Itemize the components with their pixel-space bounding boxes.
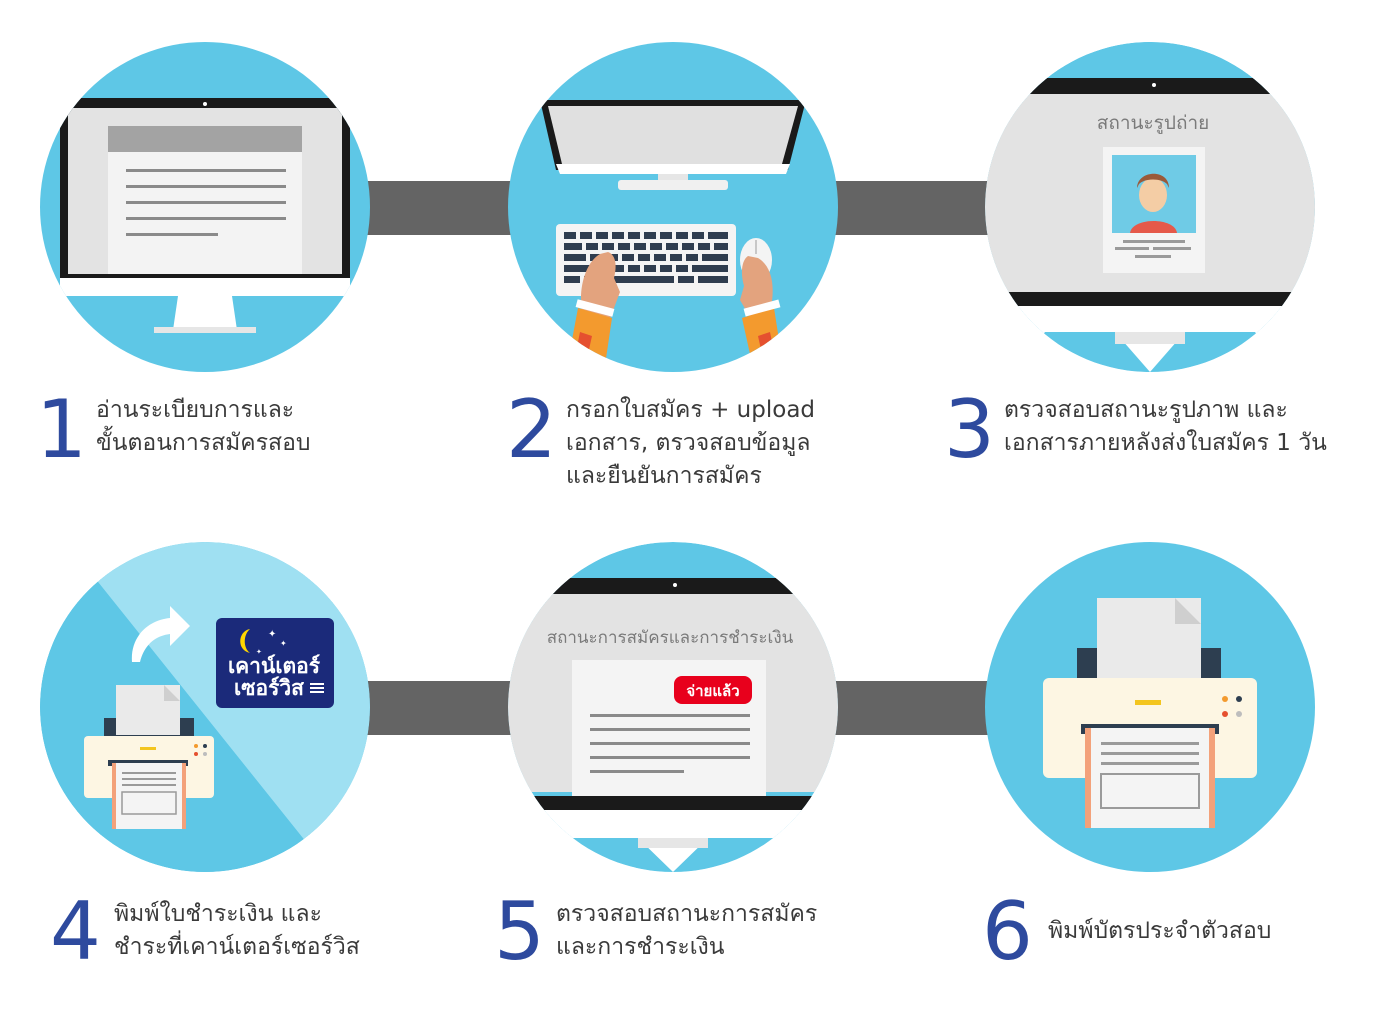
svg-text:✦: ✦ <box>256 648 262 656</box>
step-5-screen-title: สถานะการสมัครและการชำระเงิน <box>547 628 794 648</box>
step-4-description: พิมพ์ใบชำระเงิน และ ชำระที่เคาน์เตอร์เซอ… <box>114 898 360 964</box>
step-2-line-3: และยืนยันการสมัคร <box>566 463 762 489</box>
step-2-line-1: กรอกใบสมัคร + upload <box>566 397 816 423</box>
step-2-circle <box>508 42 838 372</box>
connector-1-2 <box>365 181 515 235</box>
step-3-circle: สถานะรูปถ่าย <box>985 42 1315 372</box>
step-1-circle <box>40 42 370 372</box>
printer-icon <box>1043 598 1257 828</box>
step-1-line-1: อ่านระเบียบการและ <box>96 397 295 423</box>
counter-service-logo-line-1: เคาน์เตอร์ <box>228 654 321 678</box>
step-2-line-2: เอกสาร, ตรวจสอบข้อมูล <box>566 430 811 456</box>
step-5-description: ตรวจสอบสถานะการสมัคร และการชำระเงิน <box>556 898 817 964</box>
step-5-circle: สถานะการสมัครและการชำระเงิน จ่ายแล้ว <box>508 542 838 872</box>
step-1-number: 1 <box>36 383 87 476</box>
step-2-description: กรอกใบสมัคร + upload เอกสาร, ตรวจสอบข้อม… <box>566 394 815 493</box>
step-5-number: 5 <box>494 885 545 978</box>
step-2-number: 2 <box>506 383 557 476</box>
step-4-line-2: ชำระที่เคาน์เตอร์เซอร์วิส <box>114 934 360 960</box>
step-4-line-1: พิมพ์ใบชำระเงิน และ <box>114 901 322 927</box>
printer-counter-service-icon: ✦ ✦ ✦ เคาน์เตอร์ เซอร์วิส <box>40 542 370 872</box>
step-6-circle <box>985 542 1315 872</box>
counter-service-logo-line-2: เซอร์วิส <box>234 676 304 700</box>
step-3-line-1: ตรวจสอบสถานะรูปภาพ และ <box>1004 397 1288 423</box>
step-6-description: พิมพ์บัตรประจำตัวสอบ <box>1048 915 1271 948</box>
step-4-number: 4 <box>50 885 101 978</box>
step-3-screen-title: สถานะรูปถ่าย <box>1097 112 1210 134</box>
payment-status-screen-icon: สถานะการสมัครและการชำระเงิน จ่ายแล้ว <box>508 542 838 872</box>
step-3-description: ตรวจสอบสถานะรูปภาพ และ เอกสารภายหลังส่งใ… <box>1004 394 1327 460</box>
step-3-line-2: เอกสารภายหลังส่งใบสมัคร 1 วัน <box>1004 430 1327 456</box>
computer-keyboard-hands-icon <box>540 100 806 372</box>
step-4-circle: ✦ ✦ ✦ เคาน์เตอร์ เซอร์วิส <box>40 542 370 872</box>
step-1-line-2: ขั้นตอนการสมัครสอบ <box>96 430 311 456</box>
step-1-description: อ่านระเบียบการและ ขั้นตอนการสมัครสอบ <box>96 394 311 460</box>
connector-2-3 <box>835 181 995 235</box>
step-6-line-1: พิมพ์บัตรประจำตัวสอบ <box>1048 918 1272 944</box>
step-3-number: 3 <box>944 383 995 476</box>
paid-badge: จ่ายแล้ว <box>686 682 739 700</box>
svg-text:✦: ✦ <box>280 639 287 648</box>
photo-status-screen-icon: สถานะรูปถ่าย <box>985 42 1315 372</box>
step-5-line-1: ตรวจสอบสถานะการสมัคร <box>556 901 818 927</box>
connector-4-5 <box>365 681 515 735</box>
step-6-number: 6 <box>982 885 1033 978</box>
svg-text:✦: ✦ <box>268 629 276 640</box>
connector-5-6 <box>835 681 995 735</box>
step-5-line-2: และการชำระเงิน <box>556 934 725 960</box>
monitor-document-icon <box>60 98 350 333</box>
